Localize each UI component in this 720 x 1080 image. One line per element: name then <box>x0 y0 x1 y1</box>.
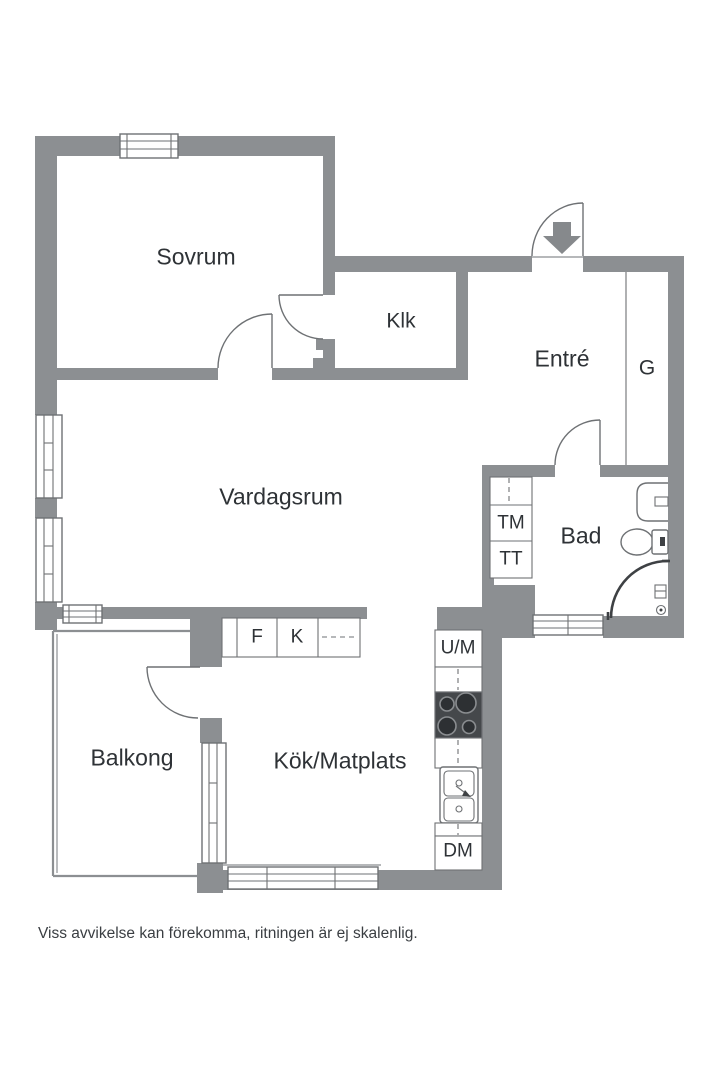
wall-klk-notch-1 <box>316 339 323 350</box>
room-label-balkong: Balkong <box>90 744 174 771</box>
wall-balcony-mid-block <box>200 718 222 743</box>
bathroom-fixtures <box>606 482 670 620</box>
stove-icon <box>434 691 483 739</box>
doors <box>146 202 601 719</box>
label-fridge: F <box>251 626 263 648</box>
wall-left-mid-block <box>35 498 57 518</box>
label-freezer: K <box>290 626 304 648</box>
label-wardrobe-g: G <box>638 356 656 380</box>
sovrum-door <box>217 313 273 369</box>
bathroom-window <box>532 614 604 636</box>
wall-sovrum-klk-bottom <box>272 368 468 380</box>
wall-klk-right <box>456 272 468 380</box>
wall-top-mid <box>323 256 532 272</box>
label-washing-machine: TM <box>497 512 525 534</box>
wall-entre-bottom-left <box>482 465 555 477</box>
livingroom-window-2 <box>35 517 63 603</box>
label-dryer: TT <box>499 548 523 570</box>
wall-klk-left-upper <box>323 272 335 295</box>
wall-bad-bottom-right <box>603 616 684 638</box>
room-label-vardagsrum: Vardagsrum <box>219 483 343 510</box>
bathroom-sink-icon <box>636 482 669 522</box>
windows <box>35 133 604 890</box>
laundry-cabinet <box>489 476 533 579</box>
entrance-door <box>531 202 584 258</box>
room-label-kok-matplats: Kök/Matplats <box>273 747 407 774</box>
entrance-arrow-icon <box>543 222 581 254</box>
room-label-sovrum: Sovrum <box>156 243 236 270</box>
klk-door <box>278 294 324 340</box>
wall-right-outer <box>668 256 684 638</box>
disclaimer-text: Viss avvikelse kan förekomma, ritningen … <box>38 925 418 942</box>
shower-enclosure-icon <box>606 559 670 620</box>
bathroom-door <box>554 419 601 466</box>
room-label-bad: Bad <box>560 522 602 549</box>
label-dishwasher: DM <box>443 840 473 862</box>
livingroom-window-1 <box>35 414 63 499</box>
room-label-klk: Klk <box>386 309 416 333</box>
balcony-outline <box>51 629 200 878</box>
wall-sovrum-top <box>35 136 335 156</box>
wall-top-right <box>583 256 684 272</box>
oven-microwave-unit <box>434 629 483 668</box>
wall-klk-notch-2 <box>313 358 323 368</box>
label-oven-microwave: U/M <box>440 637 476 659</box>
wall-kitchen-right <box>482 618 502 890</box>
balcony-side-window <box>201 742 227 864</box>
kitchen-bottom-window <box>223 864 381 890</box>
room-label-entre: Entré <box>534 345 590 372</box>
balcony-door <box>146 666 200 719</box>
walls <box>35 136 684 893</box>
wall-left-upper <box>35 136 57 415</box>
sovrum-top-window <box>119 133 179 159</box>
kitchen-sink-icon <box>439 766 479 824</box>
wall-entre-bottom-right <box>600 465 668 477</box>
shower-mixer-icon <box>654 584 667 616</box>
wall-sovrum-right <box>323 136 335 272</box>
wall-kitchen-top-right <box>437 607 488 630</box>
wall-left-corner-block <box>35 602 57 630</box>
wall-balcony-door-block <box>190 607 222 667</box>
livingroom-small-window <box>62 604 103 624</box>
dishwasher-unit <box>434 835 483 871</box>
kitchen-fixtures <box>221 617 483 871</box>
fridge-freezer-cabinet <box>221 617 361 658</box>
wall-balcony-bottom-block <box>197 863 223 893</box>
toilet-icon <box>620 528 669 556</box>
wall-sovrum-bottom-left <box>35 368 218 380</box>
